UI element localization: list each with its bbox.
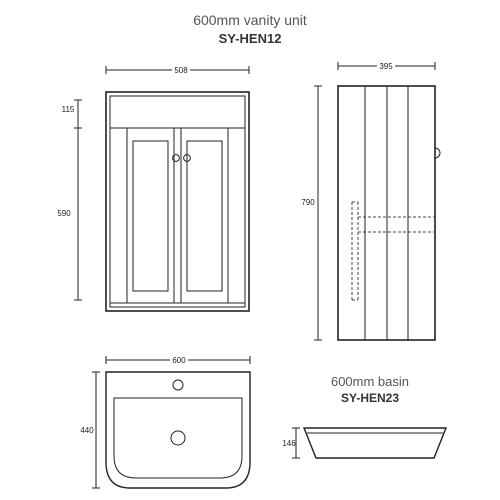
dim-label-width: 508 [174, 66, 188, 75]
right-door [180, 127, 229, 304]
dim-plinth-115 [74, 99, 82, 129]
dim-label-basin-depth: 440 [80, 426, 94, 435]
dim-height-790 [314, 85, 322, 341]
basin-side-outline [302, 427, 448, 459]
dim-basin-height-146 [292, 427, 300, 459]
right-door-panel [186, 140, 223, 292]
dim-label-plinth: 115 [62, 105, 75, 114]
vanity-inner-frame [109, 95, 246, 308]
dim-label-depth: 395 [379, 62, 393, 71]
basin-title: 600mm basin [330, 374, 410, 389]
vanity-front-view [105, 91, 250, 312]
basin-bowl [113, 397, 243, 479]
left-door-panel [132, 140, 169, 292]
vanity-side-view [337, 85, 441, 341]
dashed-shelf [351, 201, 435, 301]
right-knob-icon [183, 154, 191, 162]
basin-outline [105, 371, 251, 489]
left-door [126, 127, 175, 304]
dim-label-door: 590 [57, 209, 71, 218]
dim-basin-depth-440 [92, 371, 100, 489]
left-knob-icon [172, 154, 180, 162]
tap-hole-icon [172, 379, 184, 391]
vanity-code: SY-HEN12 [218, 31, 282, 46]
basin-side-view [302, 427, 448, 459]
basin-code: SY-HEN23 [340, 391, 400, 405]
vanity-title: 600mm vanity unit [193, 12, 307, 28]
vanity-outline [105, 91, 250, 312]
drain-icon [170, 430, 186, 446]
basin-top-view [105, 371, 251, 489]
dim-door-590 [74, 128, 82, 301]
dim-label-height: 790 [301, 198, 315, 207]
dim-label-basin-width: 600 [172, 356, 186, 365]
side-knob-icon [434, 147, 441, 159]
dim-label-basin-height: 146 [282, 439, 296, 448]
